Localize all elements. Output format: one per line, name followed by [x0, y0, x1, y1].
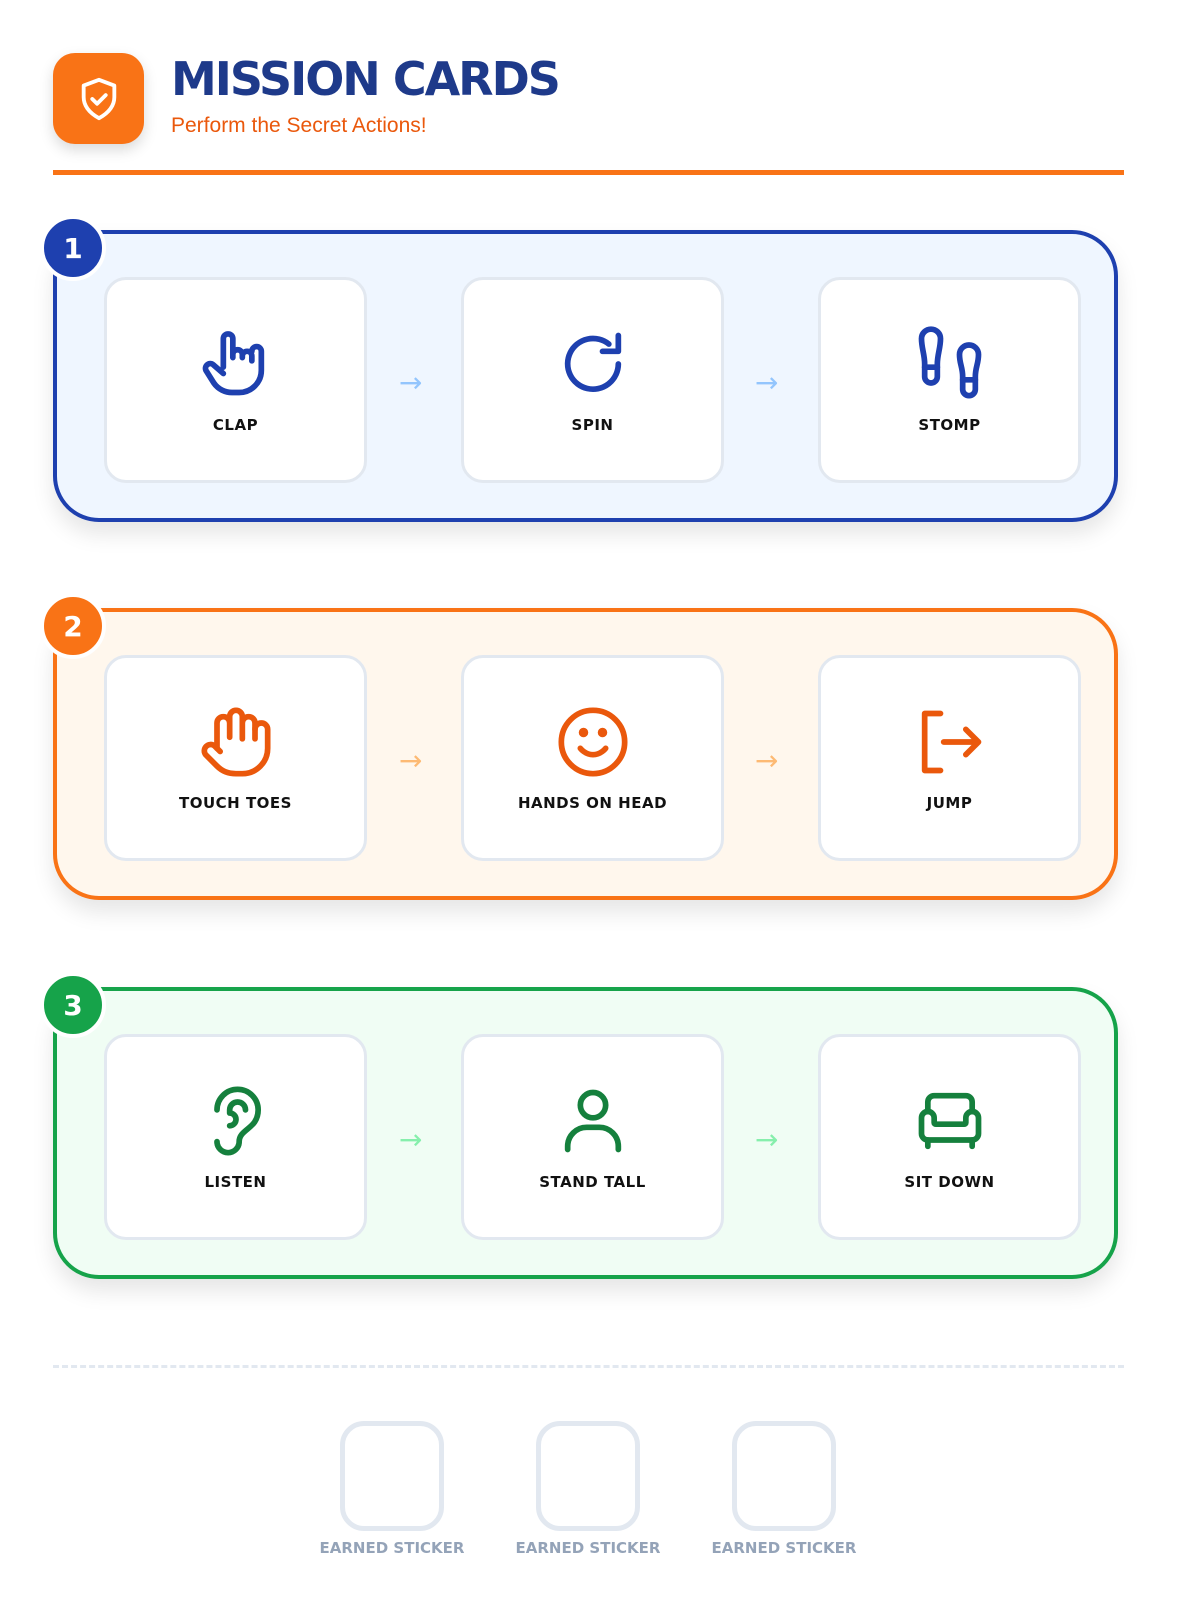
action-label: SIT DOWN [904, 1173, 995, 1191]
action-label: JUMP [926, 794, 973, 812]
sticker-label: EARNED STICKER [711, 1539, 857, 1557]
person-icon [564, 1089, 621, 1153]
earned-sticker-slot: EARNED STICKER [712, 1421, 856, 1557]
sticker-placeholder [536, 1421, 640, 1531]
ear-icon [213, 1086, 261, 1156]
action-card[interactable]: LISTEN [104, 1034, 367, 1240]
action-card[interactable]: HANDS ON HEAD [461, 655, 724, 861]
shield-check-icon [81, 77, 116, 120]
action-card[interactable]: STAND TALL [461, 1034, 724, 1240]
sticker-placeholder [340, 1421, 444, 1531]
arrow-right-icon: → [399, 366, 423, 399]
arrow-right-icon: → [755, 1123, 779, 1156]
hand-icon [201, 707, 271, 777]
exit-icon [921, 710, 981, 774]
step-number-badge: 3 [40, 972, 106, 1038]
page-title: MISSION CARDS [171, 52, 561, 106]
action-card[interactable]: TOUCH TOES [104, 655, 367, 861]
smile-icon [557, 707, 628, 777]
action-card[interactable]: CLAP [104, 277, 367, 483]
step-number-badge: 2 [40, 593, 106, 659]
action-card[interactable]: SIT DOWN [818, 1034, 1081, 1240]
action-card[interactable]: SPIN [461, 277, 724, 483]
footprints-icon [918, 326, 981, 399]
action-label: LISTEN [204, 1173, 267, 1191]
header-divider [53, 170, 1124, 175]
arrow-right-icon: → [399, 744, 423, 777]
arrow-right-icon: → [755, 366, 779, 399]
action-label: STOMP [918, 416, 981, 434]
action-card[interactable]: STOMP [818, 277, 1081, 483]
rotate-icon [564, 332, 621, 392]
action-label: HANDS ON HEAD [517, 794, 668, 812]
action-label: CLAP [212, 416, 259, 434]
earned-sticker-slot: EARNED STICKER [320, 1421, 464, 1557]
logo [53, 53, 144, 144]
sticker-placeholder [732, 1421, 836, 1531]
arrow-right-icon: → [755, 744, 779, 777]
action-label: TOUCH TOES [179, 794, 292, 812]
armchair-icon [918, 1092, 981, 1150]
hand-rock-icon [202, 331, 264, 396]
page-subtitle: Perform the Secret Actions! [171, 114, 427, 137]
step-number-badge: 1 [40, 215, 106, 281]
earned-sticker-slot: EARNED STICKER [516, 1421, 660, 1557]
sticker-label: EARNED STICKER [515, 1539, 661, 1557]
sticker-label: EARNED STICKER [319, 1539, 465, 1557]
action-label: STAND TALL [539, 1173, 646, 1191]
action-label: SPIN [571, 416, 614, 434]
action-card[interactable]: JUMP [818, 655, 1081, 861]
dashed-divider [53, 1365, 1124, 1368]
arrow-right-icon: → [399, 1123, 423, 1156]
